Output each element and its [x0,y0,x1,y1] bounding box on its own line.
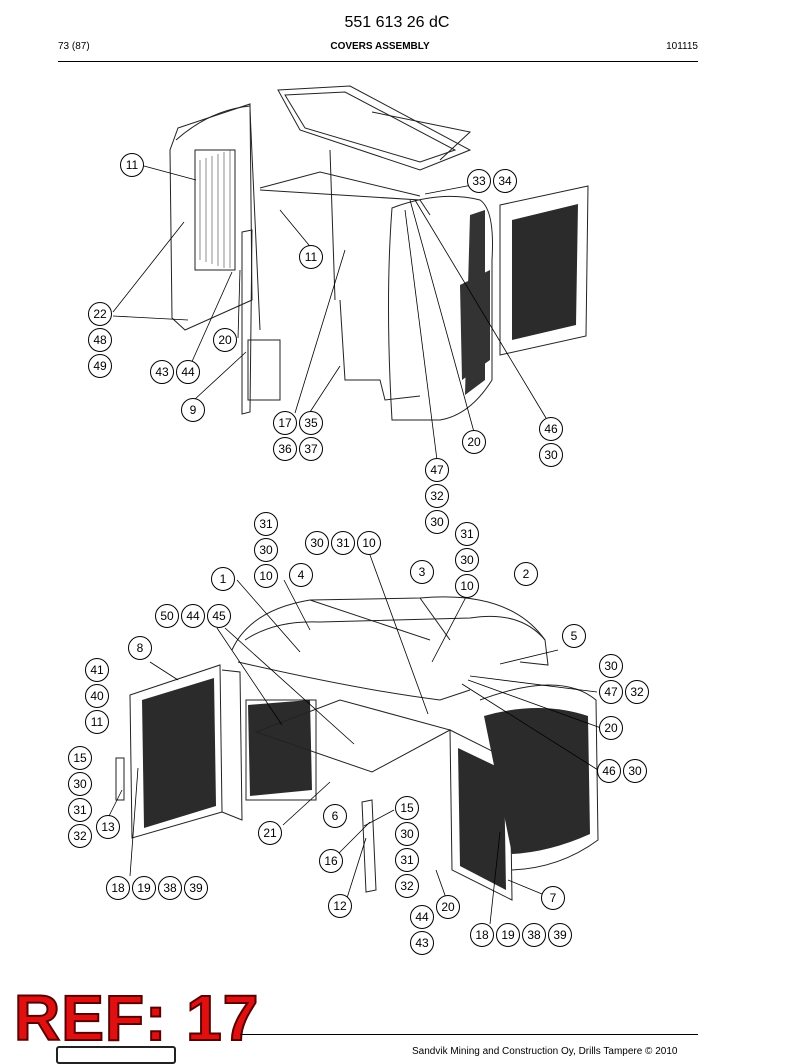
callout-bubble: 18 [106,876,130,900]
callout-bubble: 47 [425,458,449,482]
callout-bubble: 31 [68,798,92,822]
callout-bubble: 19 [132,876,156,900]
callout-bubble: 30 [623,759,647,783]
callout-bubble: 10 [455,574,479,598]
callout-bubble: 20 [599,716,623,740]
callout-bubble: 36 [273,437,297,461]
callout-bubble: 21 [258,821,282,845]
ref-stamp: REF: 17 [13,982,260,1054]
section-title: COVERS ASSEMBLY [330,41,430,52]
document-title: 551 613 26 dC [344,14,450,31]
callout-bubble: 44 [181,604,205,628]
callout-bubble: 35 [299,411,323,435]
callout-bubble: 11 [120,153,144,177]
callout-bubble: 39 [548,923,572,947]
document-number: 101115 [666,41,698,52]
callout-bubble: 17 [273,411,297,435]
callout-bubble: 2 [514,562,538,586]
callout-bubble: 31 [254,512,278,536]
callout-bubble: 32 [425,484,449,508]
callout-bubble: 46 [539,417,563,441]
callout-bubble: 16 [319,849,343,873]
callout-bubble: 20 [462,430,486,454]
callout-bubble: 11 [85,710,109,734]
callout-bubble: 8 [128,636,152,660]
callout-bubble: 3 [410,560,434,584]
callout-bubble: 32 [395,874,419,898]
page-number: 73 (87) [58,41,90,52]
upper-assembly-view [169,85,589,421]
footer-rule [240,1034,698,1035]
callout-bubble: 15 [395,796,419,820]
callout-bubble: 43 [410,931,434,955]
callout-bubble: 31 [331,531,355,555]
callout-bubble: 30 [539,443,563,467]
callout-bubble: 7 [541,886,565,910]
callout-bubble: 30 [305,531,329,555]
callout-bubble: 33 [467,169,491,193]
callout-bubble: 32 [625,680,649,704]
callout-bubble: 22 [88,302,112,326]
callout-bubble: 40 [85,684,109,708]
callout-bubble: 45 [207,604,231,628]
callout-bubble: 13 [96,815,120,839]
callout-bubble: 4 [289,563,313,587]
callout-bubble: 39 [184,876,208,900]
callout-bubble: 46 [597,759,621,783]
callout-bubble: 11 [299,245,323,269]
callout-bubble: 47 [599,680,623,704]
callout-bubble: 20 [436,895,460,919]
leader-lines [106,165,602,925]
callout-bubble: 30 [68,772,92,796]
callout-bubble: 30 [254,538,278,562]
callout-bubble: 19 [496,923,520,947]
callout-bubble: 30 [455,548,479,572]
brand-logo [56,1046,176,1064]
callout-bubble: 30 [395,822,419,846]
callout-bubble: 50 [155,604,179,628]
callout-bubble: 6 [323,804,347,828]
callout-bubble: 38 [158,876,182,900]
callout-bubble: 30 [599,654,623,678]
lower-assembly-view [115,596,599,901]
callout-bubble: 37 [299,437,323,461]
callout-bubble: 5 [562,624,586,648]
callout-bubble: 20 [213,328,237,352]
callout-bubble: 10 [254,564,278,588]
callout-bubble: 18 [470,923,494,947]
callout-bubble: 31 [395,848,419,872]
callout-bubble: 1 [211,567,235,591]
footer-copyright: Sandvik Mining and Construction Oy, Dril… [412,1046,678,1057]
callout-bubble: 49 [88,354,112,378]
callout-bubble: 15 [68,746,92,770]
callout-bubble: 44 [176,360,200,384]
callout-bubble: 32 [68,824,92,848]
callout-bubble: 41 [85,658,109,682]
callout-bubble: 44 [410,905,434,929]
callout-bubble: 43 [150,360,174,384]
callout-bubble: 12 [328,894,352,918]
callout-bubble: 34 [493,169,517,193]
callout-bubble: 30 [425,510,449,534]
callout-bubble: 38 [522,923,546,947]
callout-bubble: 9 [181,398,205,422]
callout-bubble: 48 [88,328,112,352]
header-rule [58,61,698,62]
callout-bubble: 31 [455,522,479,546]
callout-bubble: 10 [357,531,381,555]
